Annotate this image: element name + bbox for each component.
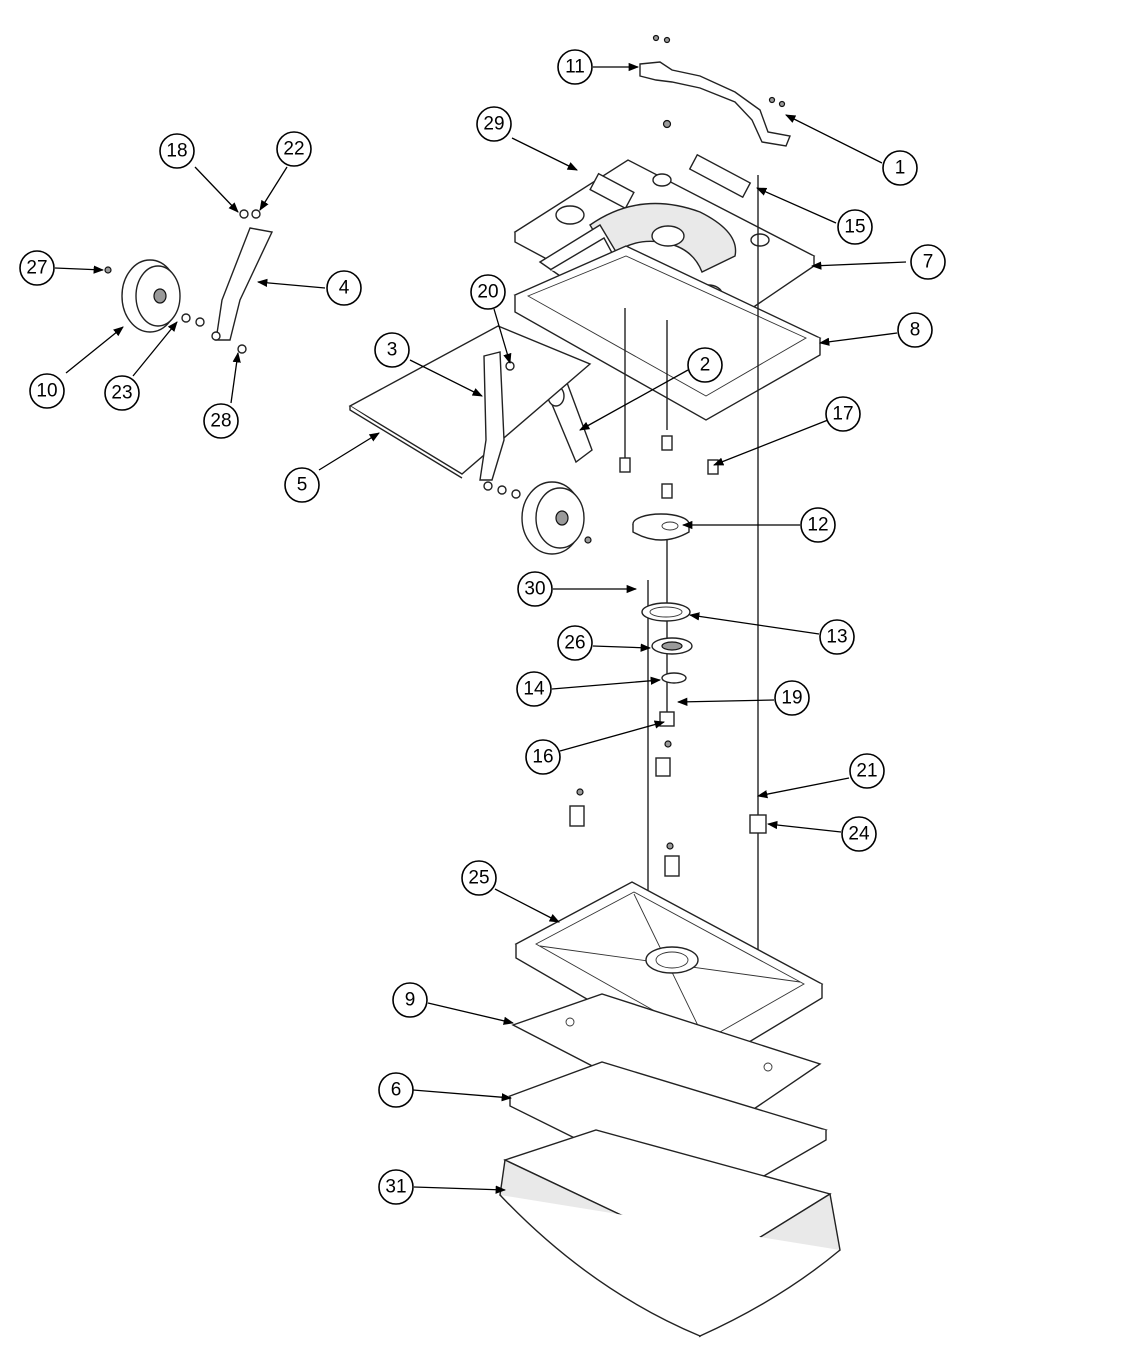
right-wheel <box>521 481 592 555</box>
handle-bar <box>639 34 791 147</box>
callout-label: 12 <box>807 515 828 536</box>
callout-30: 30 <box>517 571 553 607</box>
callout-label: 19 <box>781 688 802 709</box>
callout-label: 26 <box>564 633 585 654</box>
callout-label: 27 <box>26 258 47 279</box>
callout-label: 9 <box>405 990 416 1011</box>
callout-4: 4 <box>326 270 362 306</box>
callout-12: 12 <box>800 507 836 543</box>
callout-14: 14 <box>516 671 552 707</box>
callout-1: 1 <box>882 150 918 186</box>
left-bracket <box>215 209 274 354</box>
callout-label: 8 <box>910 320 921 341</box>
left-wheel <box>104 259 221 341</box>
callout-label: 31 <box>385 1177 406 1198</box>
callout-label: 17 <box>832 404 853 425</box>
callout-8: 8 <box>897 312 933 348</box>
callout-label: 14 <box>523 679 545 700</box>
callout-label: 23 <box>111 383 132 404</box>
callout-19: 19 <box>774 680 810 716</box>
tray <box>499 1129 841 1338</box>
callout-11: 11 <box>557 49 593 85</box>
callout-26: 26 <box>557 625 593 661</box>
callout-label: 21 <box>856 761 877 782</box>
callout-29: 29 <box>476 106 512 142</box>
callout-label: 3 <box>387 340 398 361</box>
callout-label: 11 <box>565 57 585 78</box>
callout-label: 16 <box>532 747 553 768</box>
callout-label: 29 <box>483 114 504 135</box>
callout-25: 25 <box>461 860 497 896</box>
callout-6: 6 <box>378 1072 414 1108</box>
callout-18: 18 <box>159 133 195 169</box>
callout-label: 22 <box>283 139 304 160</box>
deck-plate <box>348 325 592 479</box>
hardware-stack <box>569 435 767 877</box>
callout-27: 27 <box>19 250 55 286</box>
callout-24: 24 <box>841 816 877 852</box>
callout-28: 28 <box>203 403 239 439</box>
callout-label: 24 <box>848 824 870 845</box>
callout-label: 28 <box>210 411 231 432</box>
callout-2: 2 <box>687 347 723 383</box>
callout-label: 10 <box>36 381 57 402</box>
callout-3: 3 <box>374 332 410 368</box>
callout-label: 13 <box>826 627 847 648</box>
callout-label: 1 <box>895 158 906 179</box>
callout-label: 4 <box>339 278 350 299</box>
leader-lines <box>54 62 907 1194</box>
callout-label: 5 <box>297 475 308 496</box>
callout-31: 31 <box>378 1169 414 1205</box>
callout-7: 7 <box>910 244 946 280</box>
callout-label: 18 <box>166 141 187 162</box>
callout-5: 5 <box>284 467 320 503</box>
callout-label: 15 <box>844 217 865 238</box>
callout-label: 6 <box>391 1080 402 1101</box>
callout-13: 13 <box>819 619 855 655</box>
callout-10: 10 <box>29 373 65 409</box>
callout-label: 2 <box>700 355 711 376</box>
callout-20: 20 <box>470 274 506 310</box>
callout-label: 30 <box>524 579 545 600</box>
callout-23: 23 <box>104 375 140 411</box>
callout-21: 21 <box>849 753 885 789</box>
callout-label: 20 <box>477 282 498 303</box>
right-bracket <box>479 351 521 499</box>
callout-17: 17 <box>825 396 861 432</box>
callout-label: 25 <box>468 868 489 889</box>
callout-label: 7 <box>923 252 934 273</box>
callout-9: 9 <box>392 982 428 1018</box>
callout-15: 15 <box>837 209 873 245</box>
callout-16: 16 <box>525 739 561 775</box>
callout-22: 22 <box>276 131 312 167</box>
